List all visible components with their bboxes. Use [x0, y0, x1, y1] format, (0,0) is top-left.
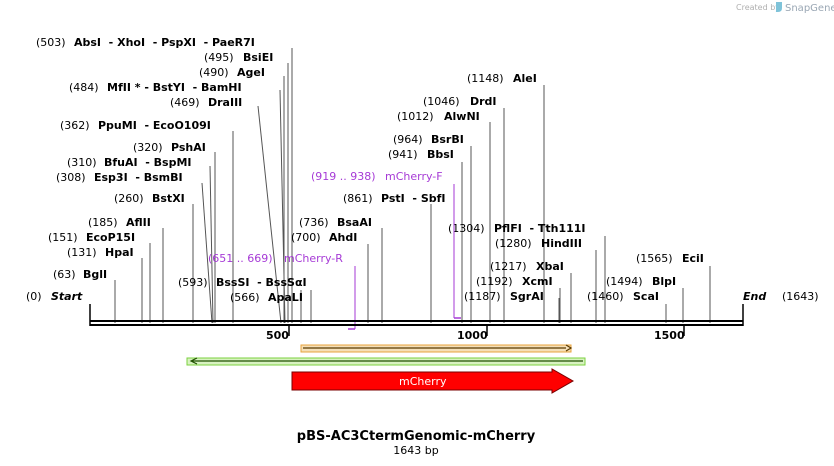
- enzyme-pos: (566): [230, 291, 260, 304]
- enzyme-pos: (310): [67, 156, 97, 169]
- enzyme-cut-lines: [114, 48, 711, 324]
- enzyme-pos: (320): [133, 141, 163, 154]
- enzyme-names: ApaLI: [268, 291, 303, 304]
- primer-range: (651 .. 669): [208, 252, 273, 265]
- orf-reverse[interactable]: [186, 357, 586, 366]
- enzyme-pos: (185): [88, 216, 118, 229]
- enzyme-names: BfuAI - BspMI: [104, 156, 192, 169]
- map-title: pBS-AC3CtermGenomic-mCherry: [297, 429, 536, 444]
- primer-mCherry-F[interactable]: (919 .. 938) mCherry-F: [311, 170, 461, 319]
- snapgene-brand: SnapGene: [785, 3, 834, 14]
- start-pos: (0): [26, 290, 42, 303]
- enzyme-names: BlpI: [652, 275, 676, 288]
- enzyme-names: ScaI: [633, 290, 659, 303]
- enzyme-names: HindIII: [541, 237, 582, 250]
- enzyme-pos: (1187): [464, 290, 501, 303]
- enzyme-names: XcmI: [522, 275, 553, 288]
- enzyme-pos: (964): [393, 133, 423, 146]
- enzyme-names: HpaI: [105, 246, 134, 259]
- primer-name: mCherry-R: [284, 252, 343, 265]
- enzyme-names: AlwNI: [444, 110, 480, 123]
- enzyme-names: BsiEI: [243, 51, 273, 64]
- enzyme-pos: (308): [56, 171, 86, 184]
- enzyme-names: AleI: [513, 72, 537, 85]
- orf-forward[interactable]: [300, 344, 573, 353]
- primer-mCherry-R[interactable]: (651 .. 669) mCherry-R: [208, 252, 356, 330]
- enzyme-names: SgrAI: [510, 290, 544, 303]
- start-label: Start: [51, 290, 83, 303]
- enzyme-labels: (503) AbsI - XhoI - PspXI - PaeR7I (495)…: [36, 36, 704, 304]
- enzyme-pos: (469): [170, 96, 200, 109]
- enzyme-pos: (593): [178, 276, 208, 289]
- enzyme-names: DraIII: [208, 96, 242, 109]
- enzyme-names: BsaAI: [337, 216, 372, 229]
- enzyme-pos: (362): [60, 119, 90, 132]
- enzyme-names: XbaI: [536, 260, 564, 273]
- enzyme-pos: (1012): [397, 110, 434, 123]
- primer-name: mCherry-F: [385, 170, 443, 183]
- enzyme-names: EcoP15I: [86, 231, 135, 244]
- enzyme-names: AhdI: [329, 231, 357, 244]
- enzyme-pos: (484): [69, 81, 99, 94]
- enzyme-pos: (1565): [636, 252, 673, 265]
- enzyme-names: PpuMI - EcoO109I: [98, 119, 211, 132]
- enzyme-pos: (490): [199, 66, 229, 79]
- enzyme-names: DrdI: [470, 95, 497, 108]
- enzyme-pos: (63): [53, 268, 76, 281]
- map-length: 1643 bp: [393, 444, 438, 457]
- enzyme-pos: (1460): [587, 290, 624, 303]
- tick-label: 1000: [457, 329, 488, 342]
- enzyme-pos: (495): [204, 51, 234, 64]
- enzyme-pos: (260): [114, 192, 144, 205]
- end-label: End: [743, 290, 766, 303]
- enzyme-pos: (861): [343, 192, 373, 205]
- enzyme-names: BbsI: [427, 148, 454, 161]
- enzyme-names: BsrBI: [431, 133, 464, 146]
- primer-range: (919 .. 938): [311, 170, 376, 183]
- enzyme-names: BglI: [83, 268, 107, 281]
- enzyme-names: PflFI - Tth111I: [494, 222, 586, 235]
- enzyme-pos: (1304): [448, 222, 485, 235]
- enzyme-pos: (700): [291, 231, 321, 244]
- enzyme-pos: (1148): [467, 72, 504, 85]
- enzyme-pos: (131): [67, 246, 97, 259]
- dna-backbone: [89, 304, 744, 326]
- enzyme-pos: (736): [299, 216, 329, 229]
- tick-label: 500: [266, 329, 289, 342]
- enzyme-names: PstI - SbfI: [381, 192, 446, 205]
- enzyme-pos: (1494): [606, 275, 643, 288]
- enzyme-pos: (1217): [490, 260, 527, 273]
- enzyme-names: AbsI - XhoI - PspXI - PaeR7I: [74, 36, 255, 49]
- created-by-text: Created by: [736, 3, 780, 12]
- enzyme-names: EciI: [682, 252, 704, 265]
- enzyme-names: AgeI: [237, 66, 265, 79]
- snapgene-logo-icon: [776, 2, 782, 12]
- enzyme-names: MfII * - BstYI - BamHI: [107, 81, 242, 94]
- enzyme-names: Esp3I - BsmBI: [94, 171, 183, 184]
- enzyme-pos: (941): [388, 148, 418, 161]
- enzyme-pos: (503): [36, 36, 66, 49]
- enzyme-pos: (1046): [423, 95, 460, 108]
- feature-mCherry[interactable]: mCherry: [291, 368, 575, 394]
- enzyme-pos: (1192): [476, 275, 513, 288]
- scale-ticks: 500 1000 1500: [266, 326, 685, 342]
- tick-label: 1500: [654, 329, 685, 342]
- enzyme-names: BstXI: [152, 192, 185, 205]
- feature-label: mCherry: [399, 375, 447, 388]
- enzyme-pos: (1280): [495, 237, 532, 250]
- enzyme-names: BssSI - BssSαI: [216, 276, 307, 289]
- enzyme-names: AflII: [126, 216, 151, 229]
- enzyme-pos: (151): [48, 231, 78, 244]
- end-pos: (1643): [782, 290, 819, 303]
- enzyme-names: PshAI: [171, 141, 206, 154]
